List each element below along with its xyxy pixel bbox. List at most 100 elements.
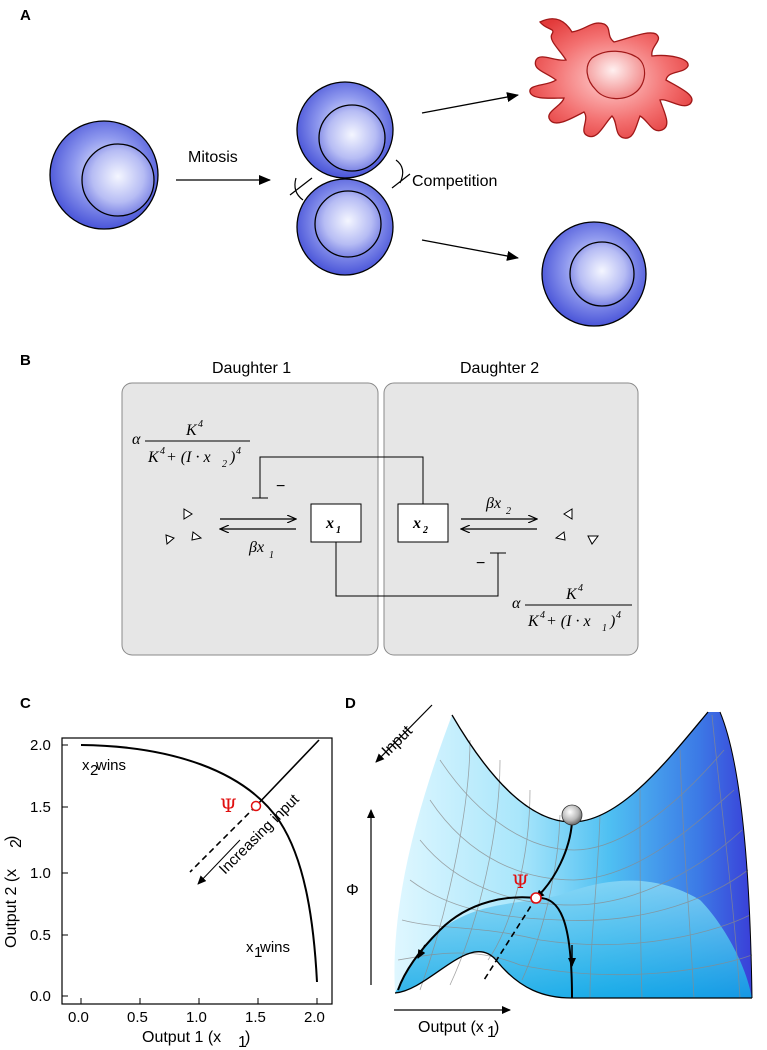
y-tick-3: 1.5 bbox=[30, 799, 51, 816]
svg-text:1: 1 bbox=[238, 1034, 247, 1050]
y-tick-4: 2.0 bbox=[30, 737, 51, 754]
svg-text:4: 4 bbox=[160, 446, 165, 457]
node-x2-sub: 2 bbox=[422, 525, 428, 536]
node-x2-label: x bbox=[412, 515, 421, 532]
inhibition-x1-to-x2 bbox=[335, 542, 506, 597]
x1-wins-label: x 1 wins bbox=[246, 939, 290, 961]
panel-letter-a: A bbox=[20, 7, 31, 24]
hill-term-x2: α K 4 K 4 + (I · x 2 ) 4 bbox=[132, 419, 250, 470]
x-tick-2: 1.0 bbox=[186, 1009, 207, 1026]
y-tick-2: 1.0 bbox=[30, 865, 51, 882]
inhibition-x2-to-x1 bbox=[252, 456, 424, 504]
svg-text:K: K bbox=[185, 422, 198, 439]
inhibition-mark-left bbox=[289, 177, 313, 201]
daughter-cell-top bbox=[296, 81, 394, 179]
svg-text:wins: wins bbox=[95, 757, 126, 774]
svg-text:+ (I · x: + (I · x bbox=[546, 613, 591, 630]
increasing-input-arrow bbox=[197, 839, 241, 885]
arrow-to-differentiated-cell bbox=[421, 92, 519, 114]
hill-term-x1: α K 4 K 4 + (I · x 1 ) 4 bbox=[512, 583, 632, 634]
svg-text:1: 1 bbox=[487, 1024, 496, 1041]
y-tick-1: 0.5 bbox=[30, 927, 51, 944]
trajectory-descent bbox=[535, 821, 573, 899]
svg-text:): ) bbox=[3, 836, 20, 841]
node-x2 bbox=[397, 503, 449, 543]
svg-text:K: K bbox=[527, 613, 540, 630]
node-x1-sub: 1 bbox=[336, 525, 341, 536]
psi-label-d: Ψ bbox=[512, 871, 529, 893]
psi-label-c: Ψ bbox=[220, 795, 237, 817]
svg-text:2: 2 bbox=[90, 762, 98, 779]
beta-x2-label: βx bbox=[485, 495, 501, 512]
svg-text:4: 4 bbox=[616, 610, 621, 621]
daughter-cell-bottom bbox=[296, 178, 394, 276]
svg-text:K: K bbox=[565, 586, 578, 603]
trajectory-right-branch bbox=[535, 896, 573, 999]
plot-c-ylabel: Output 2 (x 2 ) bbox=[3, 836, 25, 948]
ball-marker bbox=[561, 804, 583, 826]
diagonal-solid bbox=[255, 739, 320, 807]
trajectory-left-branch bbox=[397, 896, 537, 991]
svg-text:Output (x: Output (x bbox=[418, 1019, 484, 1036]
potential-landscape bbox=[394, 711, 753, 999]
minus-sign-left: − bbox=[276, 478, 285, 495]
svg-text:2: 2 bbox=[222, 459, 227, 470]
plot-c-ticks bbox=[62, 744, 318, 1004]
svg-text:+ (I · x: + (I · x bbox=[166, 449, 211, 466]
svg-text:1: 1 bbox=[602, 623, 607, 634]
stem-cell bbox=[541, 221, 647, 327]
x-tick-3: 1.5 bbox=[245, 1009, 266, 1026]
mother-cell bbox=[49, 120, 159, 230]
beta-x2-sub: 2 bbox=[506, 506, 511, 517]
fixed-point-curve bbox=[80, 744, 318, 983]
panel-letter-c: C bbox=[20, 695, 31, 712]
degradation-triangles-left bbox=[165, 508, 203, 545]
svg-text:wins: wins bbox=[259, 939, 290, 956]
svg-text:K: K bbox=[147, 449, 160, 466]
svg-text:x: x bbox=[82, 757, 90, 774]
svg-text:2: 2 bbox=[8, 839, 25, 848]
x-tick-1: 0.5 bbox=[127, 1009, 148, 1026]
svg-text:4: 4 bbox=[540, 610, 545, 621]
svg-text:α: α bbox=[132, 431, 141, 448]
daughter2-title: Daughter 2 bbox=[460, 360, 539, 377]
svg-text:1: 1 bbox=[254, 944, 262, 961]
diagonal-dashed bbox=[189, 805, 257, 873]
beta-x1-sub: 1 bbox=[269, 550, 274, 561]
minus-sign-right: − bbox=[476, 555, 485, 572]
input-arrow bbox=[375, 704, 433, 763]
x-tick-0: 0.0 bbox=[68, 1009, 89, 1026]
plot-c-frame bbox=[61, 737, 333, 1005]
panel-letter-b: B bbox=[20, 352, 31, 369]
node-x1-label: x bbox=[325, 515, 334, 532]
svg-text:Output 2 (x: Output 2 (x bbox=[3, 869, 20, 948]
svg-text:α: α bbox=[512, 595, 521, 612]
svg-text:4: 4 bbox=[198, 419, 203, 430]
ridge-dashed-line bbox=[483, 897, 537, 981]
y-tick-0: 0.0 bbox=[30, 988, 51, 1005]
plot-c-xlabel: Output 1 (x 1 ) bbox=[142, 1029, 250, 1050]
arrow-to-stem-cell bbox=[421, 239, 519, 261]
panel-letter-d: D bbox=[345, 695, 356, 712]
svg-text:4: 4 bbox=[578, 583, 583, 594]
svg-text:): ) bbox=[229, 449, 235, 466]
inhibition-mark-right bbox=[391, 159, 411, 189]
input-label: Input bbox=[379, 722, 417, 760]
node-x1 bbox=[310, 503, 362, 543]
mitosis-label: Mitosis bbox=[188, 149, 238, 166]
psi-point-d bbox=[530, 892, 542, 904]
differentiated-cell bbox=[529, 18, 693, 139]
psi-point-c bbox=[250, 800, 262, 812]
competition-label: Competition bbox=[412, 173, 497, 190]
svg-text:): ) bbox=[245, 1029, 250, 1046]
svg-text:): ) bbox=[609, 613, 615, 630]
svg-text:Output 1 (x: Output 1 (x bbox=[142, 1029, 221, 1046]
svg-text:4: 4 bbox=[236, 446, 241, 457]
x2-wins-label: x 2 wins bbox=[82, 757, 126, 779]
phi-label: Φ bbox=[346, 882, 359, 899]
daughter1-title: Daughter 1 bbox=[212, 360, 291, 377]
left-branch-arrow bbox=[417, 944, 426, 959]
degradation-triangles-right bbox=[554, 508, 599, 545]
svg-text:x: x bbox=[246, 939, 254, 956]
